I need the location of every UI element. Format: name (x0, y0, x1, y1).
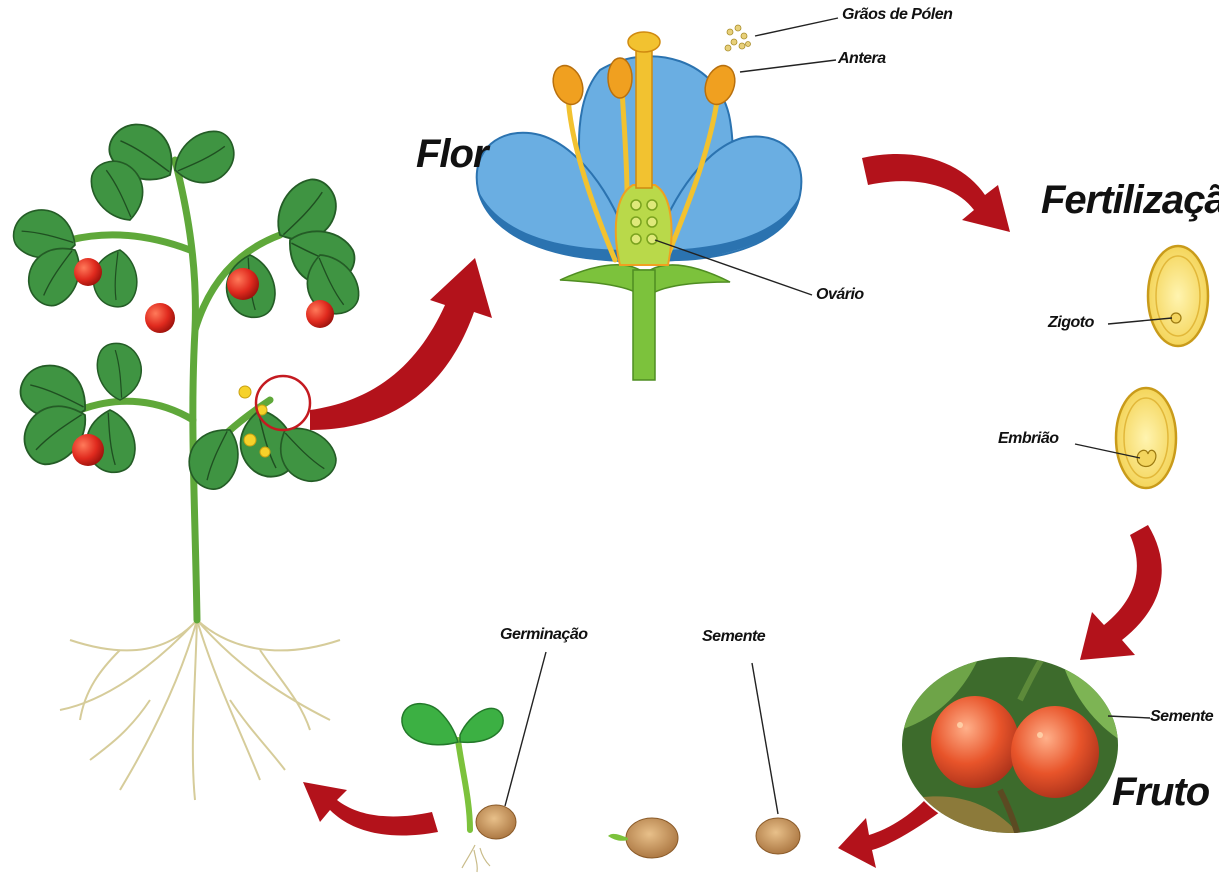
style (636, 48, 652, 188)
seedling-leaf-right (460, 708, 503, 742)
arrow-embryo-to-fruit (1080, 525, 1162, 660)
roots (60, 620, 340, 800)
label-zigoto: Zigoto (1048, 314, 1094, 332)
arrow-flower-to-fertilization (862, 154, 1010, 232)
seedling-leaf-left (402, 704, 458, 745)
flower-stalk (633, 270, 655, 380)
label-ovario: Ovário (816, 286, 864, 304)
germinating-seed (608, 818, 678, 858)
embryo (1075, 388, 1176, 488)
label-fertilizacao: Fertilização (1041, 178, 1219, 223)
fruit-left (931, 696, 1019, 788)
label-semente-seed: Semente (702, 628, 765, 646)
pollen-grains (725, 25, 751, 51)
label-germinacao: Germinação (500, 626, 587, 644)
label-flor: Flor (416, 132, 488, 177)
ovary (616, 185, 672, 265)
label-graos-de-polen: Grãos de Pólen (842, 6, 952, 24)
stigma (628, 32, 660, 52)
flower-diagram (477, 18, 838, 380)
fruit-right (1011, 706, 1099, 798)
seed (752, 663, 800, 854)
seedling (402, 652, 546, 872)
label-embriao: Embrião (998, 430, 1059, 448)
label-semente-fruit: Semente (1150, 708, 1213, 726)
tomato-plant (10, 113, 367, 800)
label-fruto: Fruto (1112, 770, 1209, 815)
zygote (1108, 246, 1208, 346)
arrow-fruit-to-seed (838, 800, 940, 868)
arrow-germination-to-plant (303, 782, 438, 836)
label-antera: Antera (838, 50, 886, 68)
